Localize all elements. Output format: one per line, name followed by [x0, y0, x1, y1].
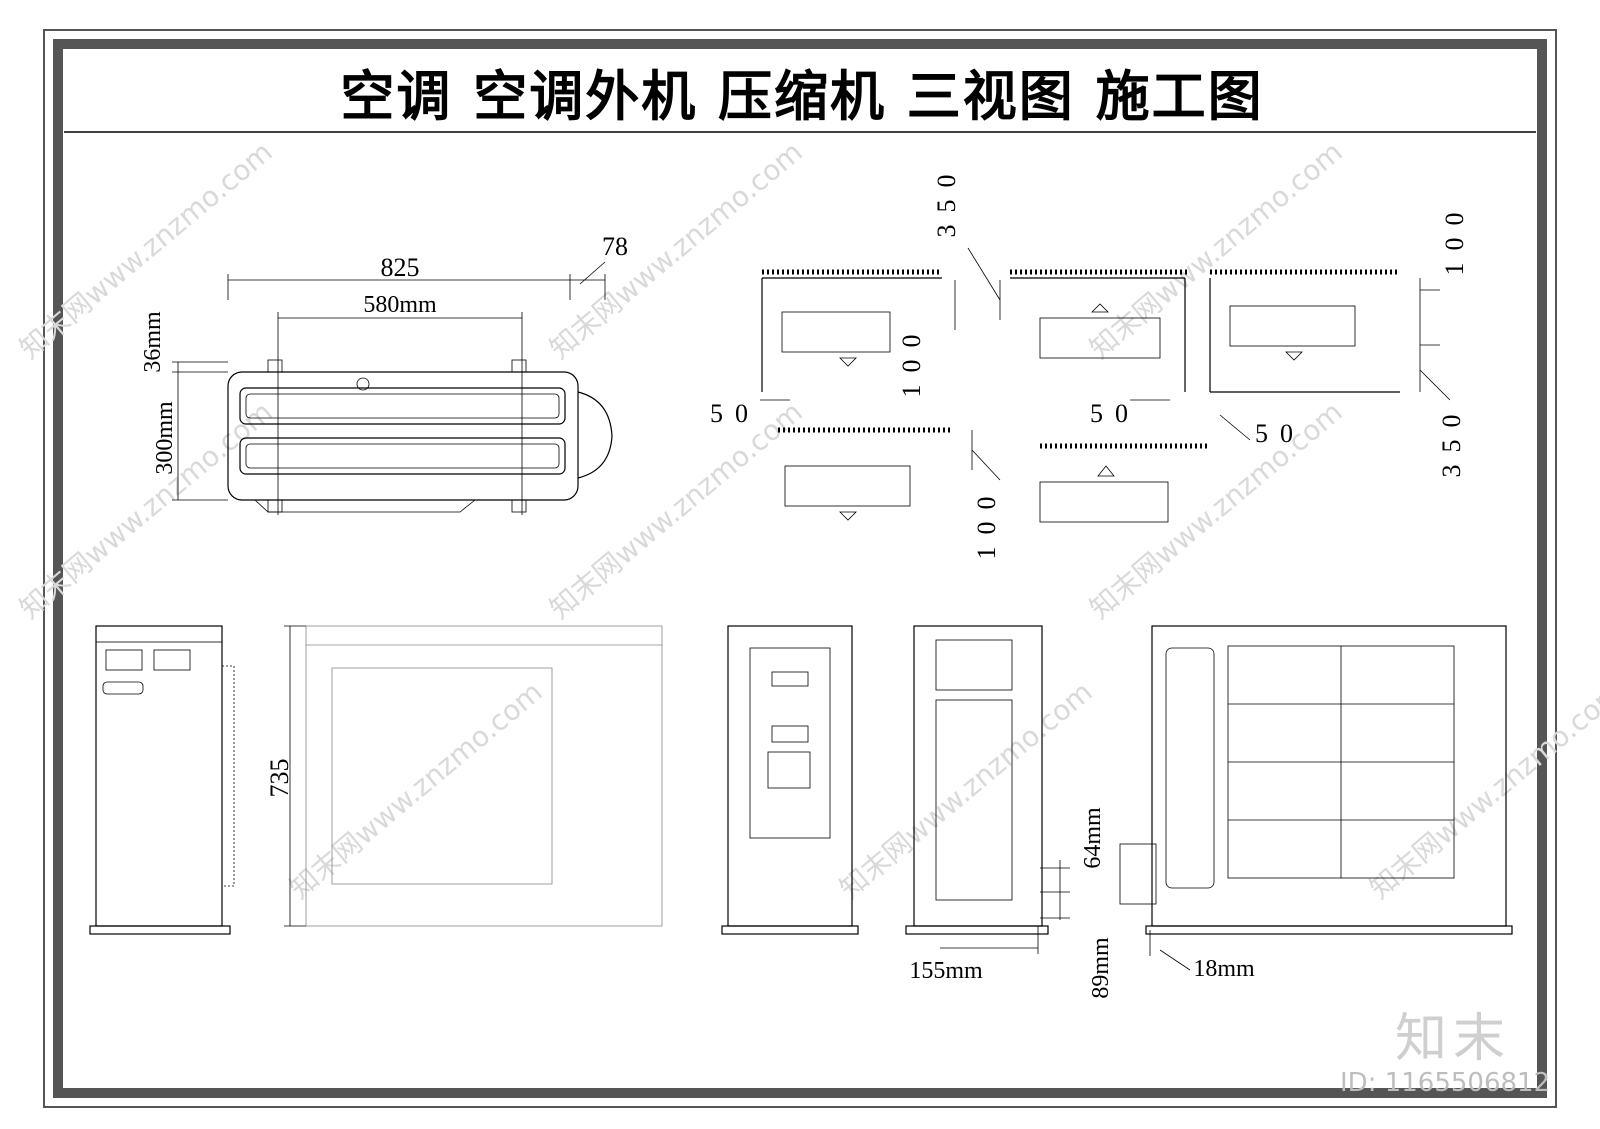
clearance-h: 350: [1437, 403, 1466, 478]
dim-offset: 78: [602, 232, 628, 261]
dim-foot: 18mm: [1193, 956, 1255, 982]
dim-depth: 155mm: [909, 958, 983, 984]
clearance-a: 350: [932, 163, 961, 238]
clearance-g: 100: [972, 485, 1001, 560]
dim-height-small: 36mm: [140, 311, 166, 373]
clearance-diagrams: 350 100 50 50 100 50 100 350: [710, 163, 1469, 560]
side-view-right: 155mm 64mm 89mm: [905, 625, 1114, 999]
brand-logo: 知末: [1395, 1009, 1512, 1069]
outer-frame: [43, 29, 1557, 1108]
dim-height-main: 300mm: [152, 401, 178, 475]
clearance-e: 100: [1440, 201, 1469, 276]
inner-frame: [53, 39, 1547, 1098]
clearance-b: 100: [897, 323, 926, 398]
front-view: 735: [265, 625, 663, 927]
side-view-left: [89, 625, 235, 935]
dim-width-inner: 580mm: [363, 292, 437, 318]
clearance-f: 50: [1255, 419, 1305, 448]
dim-pipe-upper: 64mm: [1080, 807, 1106, 869]
dim-width-total: 825: [381, 253, 420, 282]
fan-guard-side: [577, 391, 613, 479]
top-view: 825 580mm 78 36mm 300mm: [140, 232, 628, 515]
image-id: ID: 1165506812: [1340, 1068, 1551, 1098]
clearance-d: 50: [1090, 399, 1140, 428]
side-view-middle: [721, 625, 859, 935]
rear-view: 18mm: [1119, 625, 1513, 982]
unit-body-top: [227, 371, 579, 501]
dim-height: 735: [265, 759, 294, 798]
dim-pipe-lower: 89mm: [1088, 937, 1114, 999]
clearance-c: 50: [710, 399, 760, 428]
page-title: 空调 空调外机 压缩机 三视图 施工图: [340, 64, 1264, 128]
